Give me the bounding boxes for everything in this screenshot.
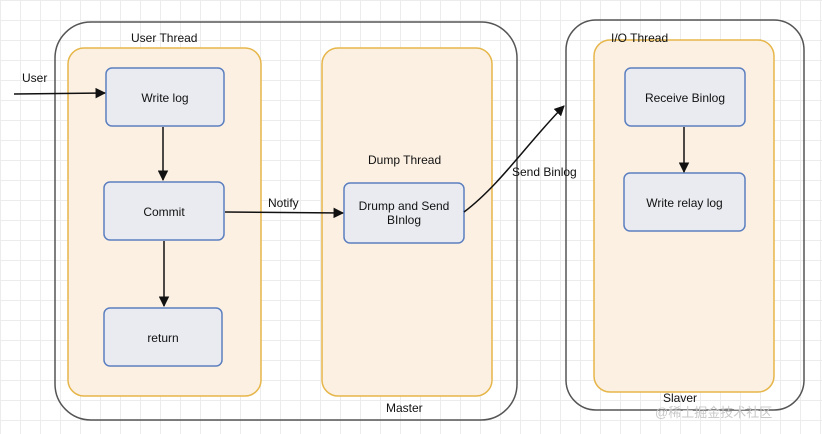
dump-thread-label: Dump Thread xyxy=(368,153,442,167)
return-text: return xyxy=(147,331,179,345)
master-label: Master xyxy=(386,401,423,415)
watermark: @稀土掘金技术社区 xyxy=(655,405,773,420)
write-relay-log-text: Write relay log xyxy=(646,196,723,210)
commit-text: Commit xyxy=(143,205,185,219)
io-thread-label: I/O Thread xyxy=(611,31,669,45)
write-log-text: Write log xyxy=(141,91,189,105)
user-thread-label: User Thread xyxy=(131,31,198,45)
slaver-container xyxy=(565,19,805,411)
return-box xyxy=(103,307,223,367)
notify-edge-label: Notify xyxy=(268,196,299,210)
notify-arrow xyxy=(224,207,345,219)
send-binlog-arrow xyxy=(463,105,565,213)
user-edge-label: User xyxy=(22,71,48,85)
receive-binlog-text: Receive Binlog xyxy=(644,91,726,105)
commit-box xyxy=(103,181,225,241)
slaver-label: Slaver xyxy=(663,391,698,405)
master-container xyxy=(54,21,518,421)
dump-send-text: Drump and Send BInlog xyxy=(358,199,450,227)
user-arrow xyxy=(13,87,107,99)
receive-binlog-box xyxy=(624,67,746,127)
send-binlog-edge-label: Send Binlog xyxy=(512,165,577,179)
